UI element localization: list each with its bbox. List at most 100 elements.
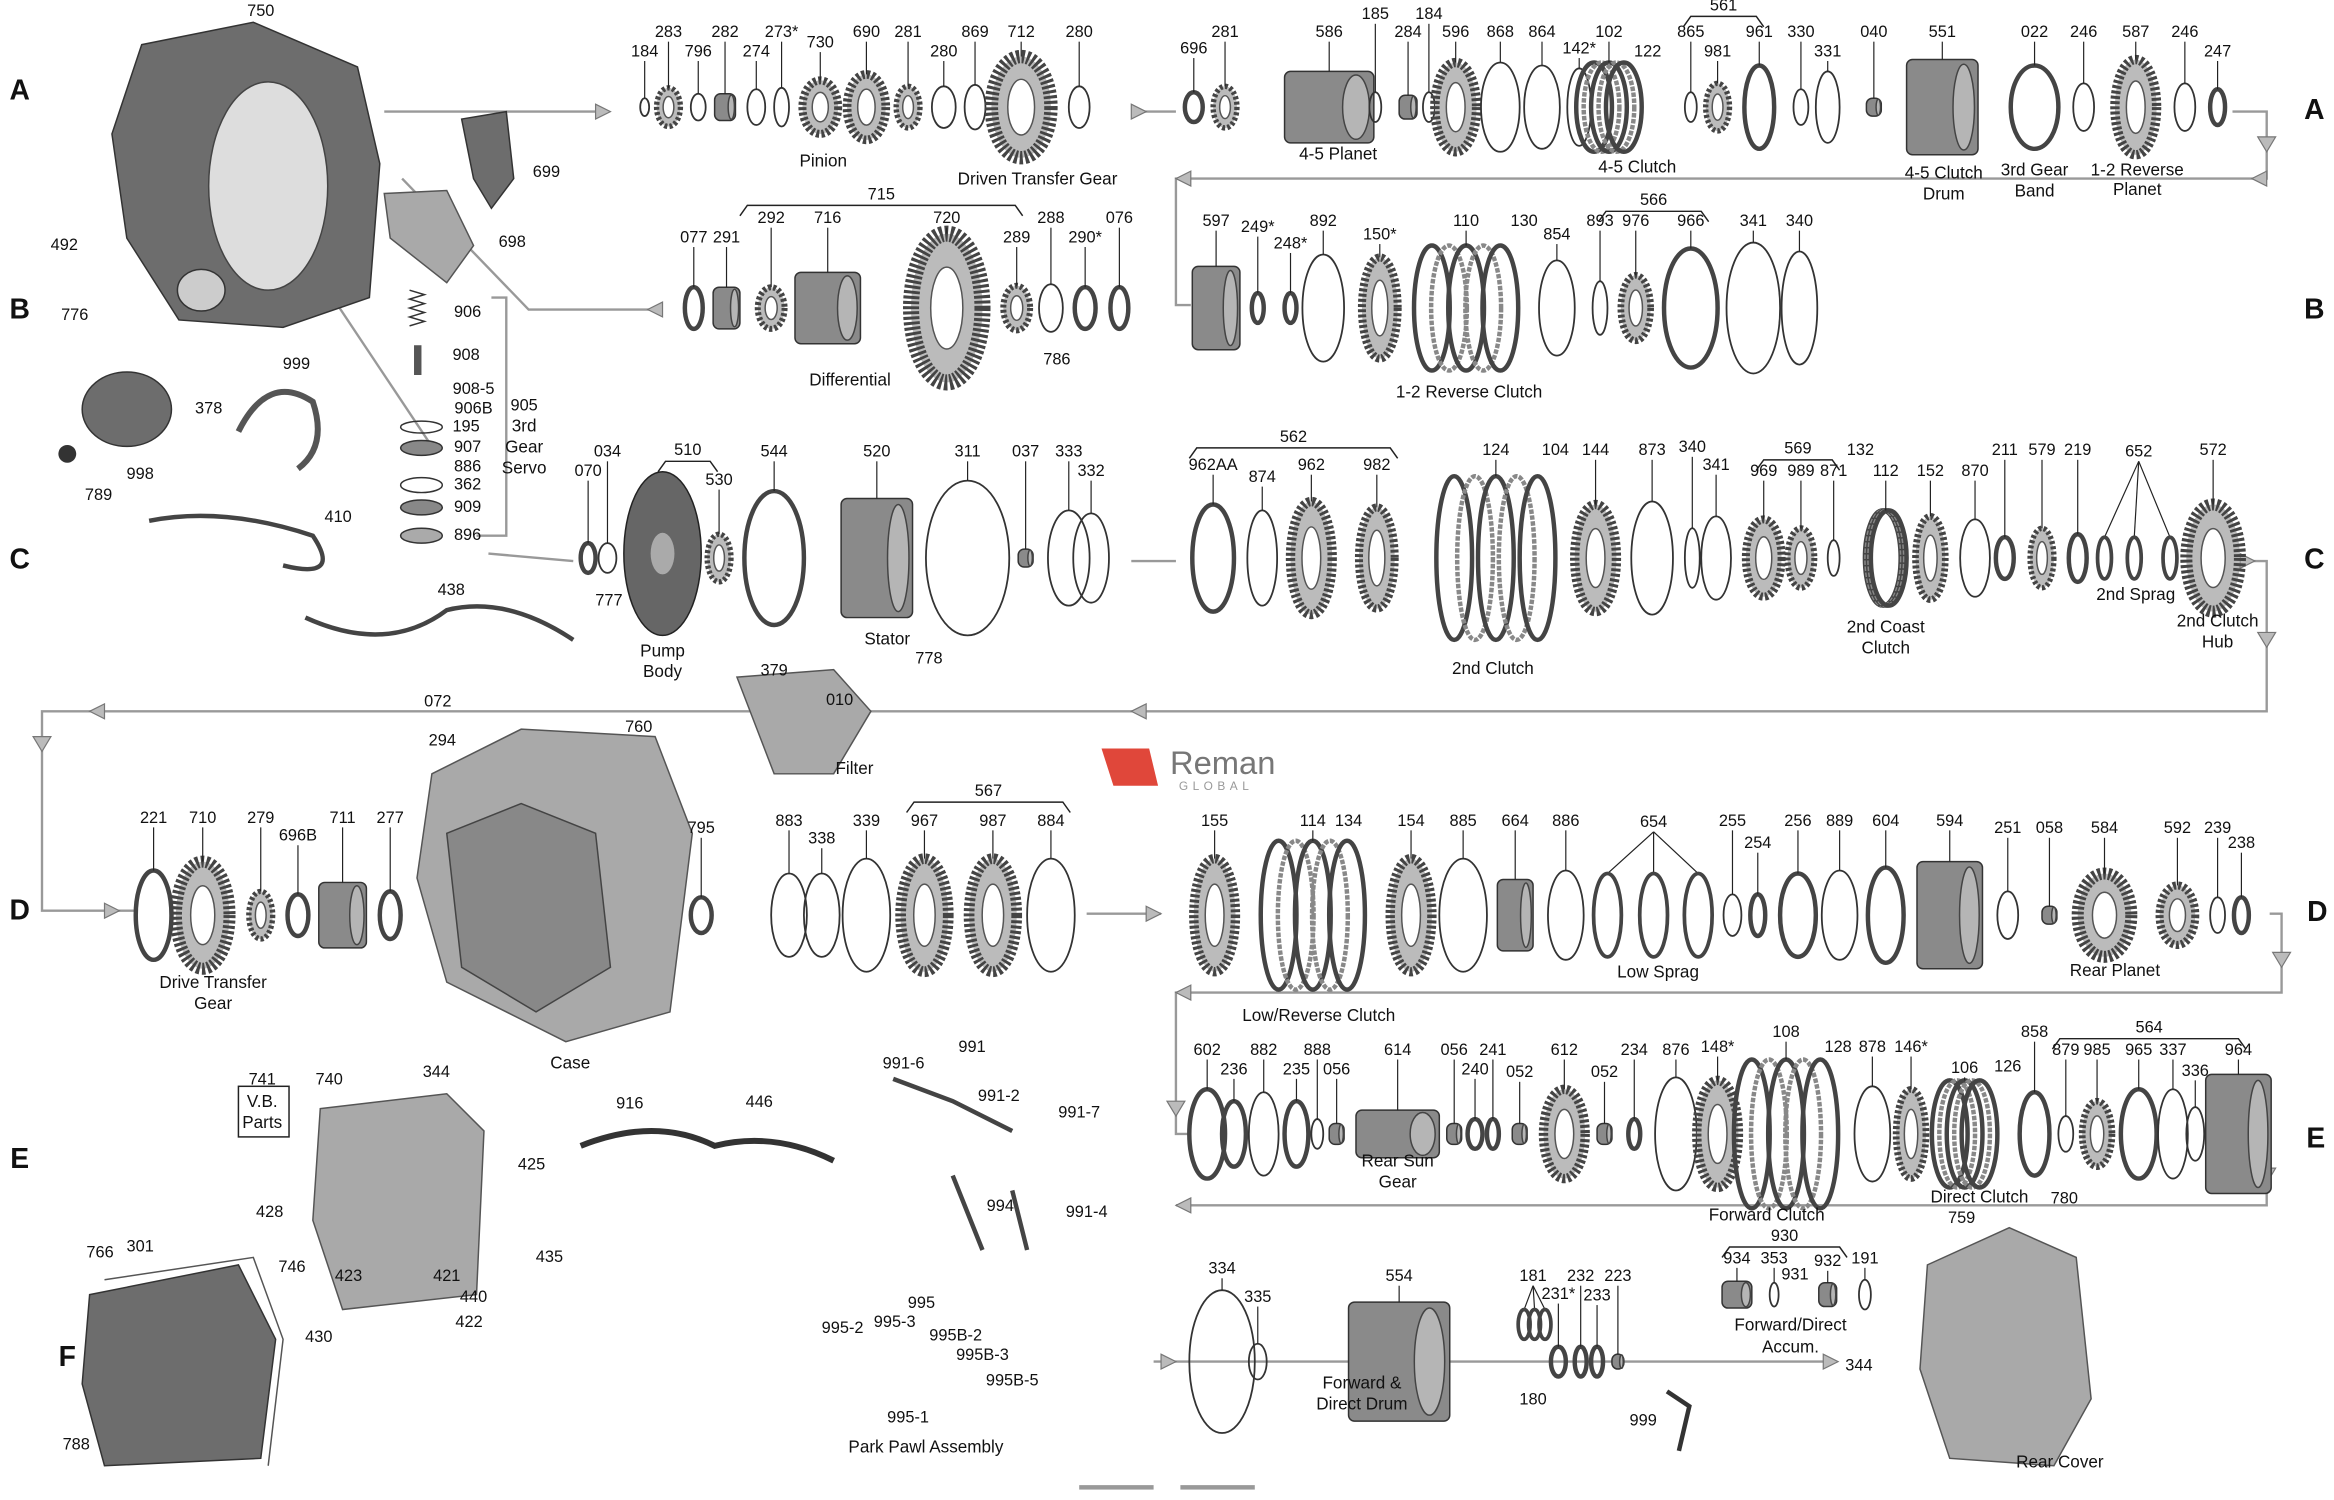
- part-510[interactable]: 510: [657, 441, 719, 473]
- part-273-star[interactable]: 273*: [765, 23, 799, 128]
- part-962[interactable]: 962: [1285, 456, 1337, 620]
- part-340[interactable]: 340: [1679, 438, 1706, 589]
- part-712[interactable]: 712: [984, 23, 1058, 165]
- part-337[interactable]: 337: [2157, 1041, 2189, 1180]
- part-428[interactable]: 428: [256, 1203, 283, 1221]
- part-052[interactable]: 052: [1506, 1063, 1533, 1146]
- part-184[interactable]: 184: [1415, 5, 1443, 123]
- part-892[interactable]: 892: [1301, 212, 1345, 363]
- part-247[interactable]: 247: [2204, 42, 2231, 128]
- part-916[interactable]: 916: [616, 1094, 643, 1112]
- part-279[interactable]: 279: [246, 809, 276, 942]
- part-982[interactable]: 982: [1354, 456, 1399, 613]
- part-612[interactable]: 612: [1538, 1041, 1590, 1184]
- part-132[interactable]: 132: [1847, 441, 1874, 459]
- part-181[interactable]: 181: [1519, 1267, 1546, 1285]
- part-882[interactable]: 882: [1247, 1041, 1280, 1177]
- part-130[interactable]: 130: [1510, 212, 1537, 230]
- part-290-star[interactable]: 290*: [1068, 228, 1103, 332]
- part-876[interactable]: 876: [1654, 1041, 1698, 1192]
- part-195[interactable]: 195: [452, 417, 479, 435]
- part-696[interactable]: 696: [1180, 39, 1207, 125]
- part-879[interactable]: 879: [2052, 1041, 2079, 1153]
- part-236[interactable]: 236: [1219, 1060, 1249, 1169]
- part-995[interactable]: 995: [908, 1294, 935, 1312]
- part-998[interactable]: 998: [127, 465, 154, 483]
- part-698[interactable]: 698: [499, 233, 526, 251]
- part-567[interactable]: 567: [905, 782, 1071, 813]
- part-981[interactable]: 981: [1703, 42, 1733, 134]
- part-740[interactable]: 740: [316, 1071, 343, 1089]
- part-233[interactable]: 233: [1583, 1286, 1611, 1379]
- part-889[interactable]: 889: [1820, 812, 1859, 961]
- part-223[interactable]: 223: [1604, 1267, 1632, 1370]
- part-336[interactable]: 336: [2182, 1062, 2209, 1162]
- part-995B-3[interactable]: 995B-3: [956, 1346, 1009, 1364]
- part-280[interactable]: 280: [1066, 23, 1093, 129]
- part-696B[interactable]: 696B: [279, 827, 317, 939]
- part-795[interactable]: 795: [688, 819, 715, 936]
- part-985[interactable]: 985: [2078, 1041, 2116, 1171]
- part-934[interactable]: 934: [1721, 1249, 1753, 1309]
- part-378[interactable]: 378: [195, 400, 222, 418]
- part-154[interactable]: 154: [1385, 812, 1437, 977]
- part-022[interactable]: 022: [2008, 23, 2061, 152]
- part-291[interactable]: 291: [712, 228, 741, 330]
- part-906B[interactable]: 906B: [454, 400, 492, 418]
- part-572[interactable]: 572: [2180, 441, 2246, 618]
- part-720[interactable]: 720: [903, 209, 991, 391]
- part-232[interactable]: 232: [1567, 1267, 1594, 1379]
- part-058[interactable]: 058: [2036, 819, 2063, 925]
- part-884[interactable]: 884: [1026, 812, 1076, 973]
- part-185[interactable]: 185: [1362, 5, 1389, 123]
- part-241[interactable]: 241: [1479, 1041, 1507, 1152]
- part-780[interactable]: 780: [2051, 1190, 2078, 1208]
- part-961[interactable]: 961: [1742, 23, 1777, 152]
- part-994[interactable]: 994: [987, 1197, 1014, 1215]
- part-868[interactable]: 868: [1480, 23, 1521, 153]
- part-235[interactable]: 235: [1282, 1060, 1311, 1169]
- part-562[interactable]: 562: [1188, 428, 1399, 459]
- part-614[interactable]: 614: [1355, 1041, 1441, 1159]
- part-274[interactable]: 274: [743, 42, 770, 126]
- part-110[interactable]: 110: [1411, 212, 1521, 373]
- part-492[interactable]: 492: [51, 236, 78, 254]
- part-654[interactable]: 654: [1640, 813, 1667, 831]
- part-353[interactable]: 353: [1760, 1249, 1788, 1308]
- part-280[interactable]: 280: [930, 42, 957, 129]
- part-564[interactable]: 564: [2051, 1019, 2247, 1050]
- part-344[interactable]: 344: [423, 1063, 450, 1081]
- part-885[interactable]: 885: [1438, 812, 1488, 973]
- part-221[interactable]: 221: [133, 809, 174, 963]
- part-864[interactable]: 864: [1523, 23, 1561, 150]
- part-292[interactable]: 292: [754, 209, 788, 332]
- part-766[interactable]: 766: [86, 1243, 113, 1261]
- part-788[interactable]: 788: [63, 1435, 90, 1453]
- part-104[interactable]: 104: [1542, 441, 1569, 459]
- part-931[interactable]: 931: [1781, 1266, 1808, 1284]
- part-964[interactable]: 964: [2204, 1041, 2272, 1195]
- part-530[interactable]: 530: [704, 471, 734, 585]
- part-711[interactable]: 711: [318, 809, 368, 949]
- part-425[interactable]: 425: [518, 1156, 545, 1174]
- part-587[interactable]: 587: [2110, 23, 2162, 160]
- part-148-star[interactable]: 148*: [1692, 1038, 1744, 1193]
- part-586[interactable]: 586: [1283, 23, 1375, 144]
- part-438[interactable]: 438: [438, 581, 465, 599]
- part-422[interactable]: 422: [455, 1313, 482, 1331]
- part-238[interactable]: 238: [2228, 834, 2255, 936]
- part-874[interactable]: 874: [1246, 468, 1279, 607]
- part-430[interactable]: 430: [305, 1328, 332, 1346]
- part-339[interactable]: 339: [841, 812, 892, 973]
- part-256[interactable]: 256: [1777, 812, 1819, 960]
- part-883[interactable]: 883: [770, 812, 808, 958]
- part-544[interactable]: 544: [742, 443, 807, 628]
- part-604[interactable]: 604: [1865, 812, 1906, 966]
- part-932[interactable]: 932: [1814, 1252, 1841, 1308]
- part-334[interactable]: 334: [1188, 1260, 1256, 1434]
- part-248-star[interactable]: 248*: [1274, 234, 1308, 326]
- part-056[interactable]: 056: [1323, 1060, 1350, 1146]
- part-710[interactable]: 710: [169, 809, 236, 975]
- part-124[interactable]: 124: [1434, 441, 1558, 643]
- part-344[interactable]: 344: [1845, 1356, 1872, 1374]
